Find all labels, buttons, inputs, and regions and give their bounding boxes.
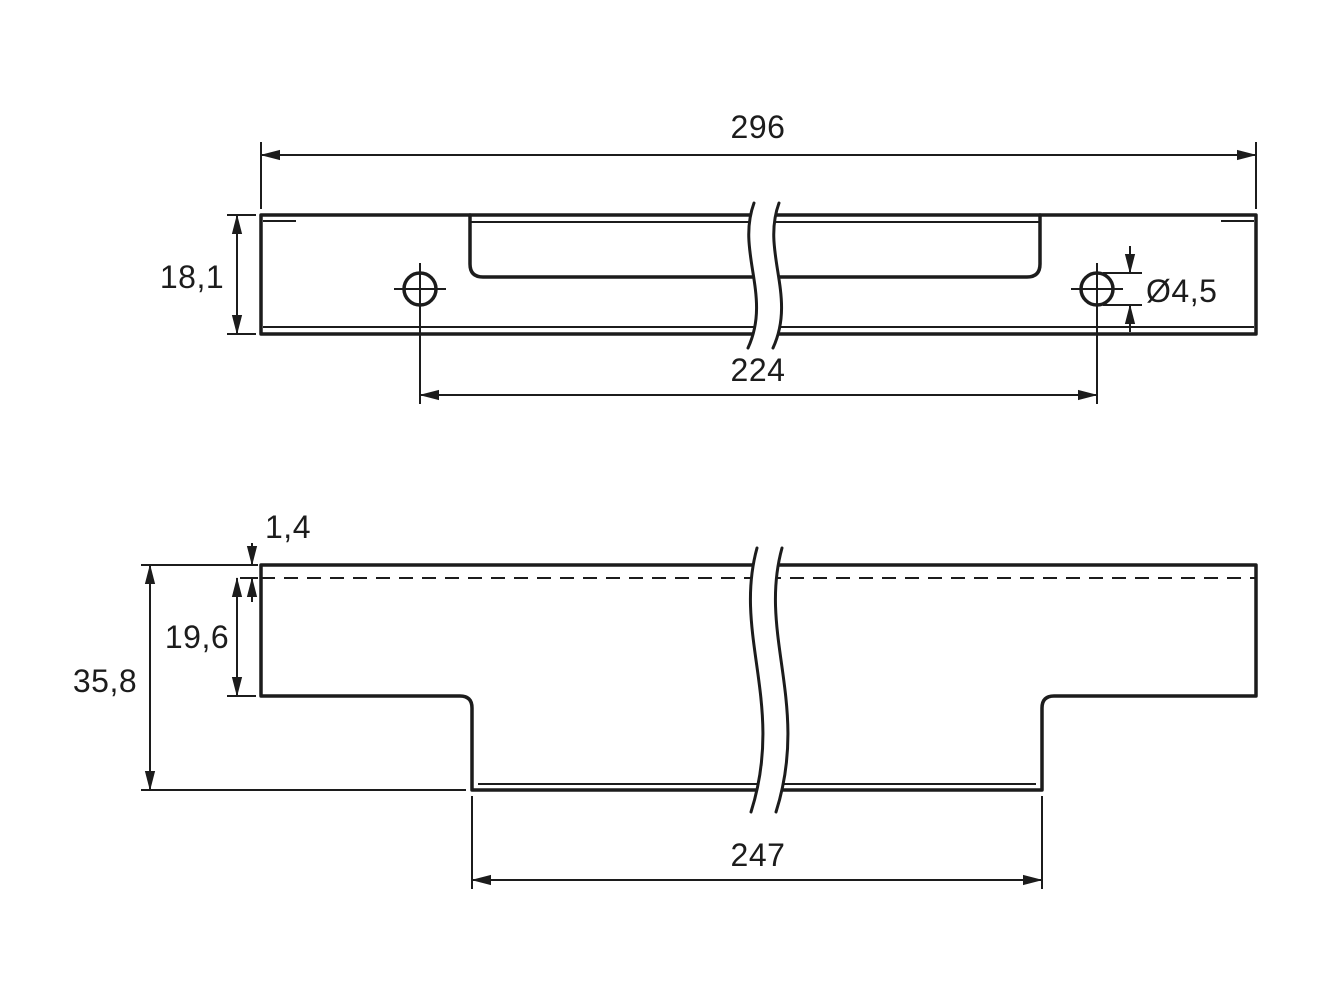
dim-recess-depth-label: 19,6 — [165, 619, 229, 655]
break-curve-right-top — [771, 201, 783, 350]
top-view: 296 18,1 224 Ø4,5 — [160, 109, 1258, 404]
break-lines-front — [748, 546, 790, 814]
dim-overall-length: 296 — [260, 109, 1257, 209]
dim-hole-spacing-label: 224 — [731, 352, 786, 388]
dim-hole-spacing: 224 — [419, 307, 1098, 404]
dim-top-thickness: 1,4 — [141, 509, 311, 602]
front-view: 1,4 19,6 35,8 247 — [73, 509, 1258, 889]
dim-overall-length-label: 296 — [731, 109, 786, 145]
break-curve-left-front — [748, 546, 765, 814]
dim-bottom-width: 247 — [471, 796, 1043, 889]
left-hole — [394, 263, 446, 315]
dim-overall-height: 35,8 — [73, 564, 466, 791]
dim-top-thickness-label: 1,4 — [265, 509, 311, 545]
break-curve-left-top — [746, 201, 758, 350]
dim-recess-depth: 19,6 — [165, 577, 256, 697]
dim-bottom-width-label: 247 — [731, 837, 786, 873]
dim-hole-diameter-label: Ø4,5 — [1146, 273, 1217, 309]
dim-height-label: 18,1 — [160, 259, 224, 295]
break-mask-front — [750, 548, 788, 812]
break-lines-top — [746, 201, 783, 350]
part-outline-front — [259, 563, 1258, 792]
dim-hole-diameter: Ø4,5 — [1103, 246, 1217, 332]
dim-overall-height-label: 35,8 — [73, 663, 137, 699]
dim-height: 18,1 — [160, 214, 256, 335]
break-curve-right-front — [773, 546, 790, 814]
right-hole — [1071, 263, 1123, 315]
